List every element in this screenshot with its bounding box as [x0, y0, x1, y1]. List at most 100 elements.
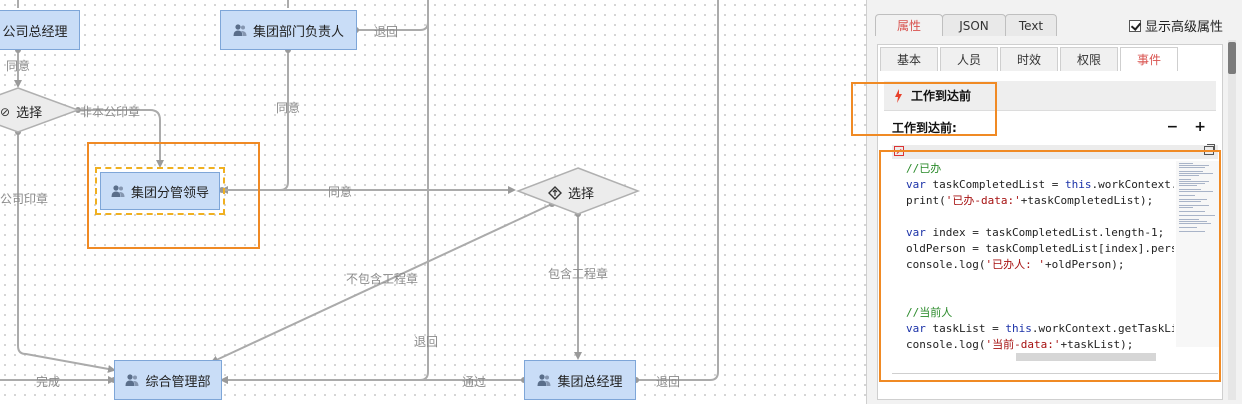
code-token: +taskList);	[1060, 338, 1134, 351]
sub-tabs: 基本 人员 时效 权限 事件	[878, 47, 1180, 71]
diamond-choice-left[interactable]: ⊘ 选择	[0, 104, 43, 122]
show-advanced-toggle[interactable]: 显示高级属性	[1129, 16, 1223, 35]
minimap-line	[1179, 231, 1205, 232]
subtab-personnel[interactable]: 人员	[940, 47, 998, 71]
code-token: '已办-data:'	[945, 194, 1021, 207]
code-line[interactable]: var taskList = this.workContext.getTaskL…	[906, 321, 1174, 337]
edge-label-return-right: 退回	[656, 375, 681, 389]
code-line[interactable]: oldPerson = taskCompletedList[index].per…	[906, 241, 1174, 257]
show-advanced-checkbox[interactable]	[1129, 19, 1141, 32]
user-group-icon	[125, 374, 139, 386]
branch-icon: ⊘	[0, 104, 11, 119]
flow-canvas[interactable]: 公司总经理 集团部门负责人 集团分管领导 综合管理部 集团总经理 ⊘ 选择 选择…	[0, 0, 866, 404]
code-token: var	[906, 178, 926, 191]
tab-json[interactable]: JSON	[942, 14, 1006, 36]
editor-minimap[interactable]	[1176, 161, 1220, 347]
code-token: //已办	[906, 162, 942, 175]
edge-label-complete: 完成	[36, 375, 61, 389]
code-line[interactable]: var index = taskCompletedList.length-1;	[906, 225, 1174, 241]
code-line[interactable]: var taskCompletedList = this.workContext…	[906, 177, 1174, 193]
code-token: '已办人: '	[985, 258, 1045, 271]
minimap-line	[1179, 189, 1201, 190]
user-group-icon	[233, 24, 247, 36]
node-label: 集团总经理	[557, 374, 623, 390]
code-token: +oldPerson);	[1044, 258, 1125, 271]
event-header-label: 工作到达前	[911, 89, 972, 103]
node-group-dept-head[interactable]: 集团部门负责人	[220, 10, 357, 50]
edge-label-return-mid: 退回	[414, 335, 439, 349]
remove-event-button[interactable]: −	[1166, 119, 1179, 135]
subtab-basic[interactable]: 基本	[880, 47, 938, 71]
minimap-line	[1179, 165, 1209, 166]
minimap-line	[1179, 163, 1193, 164]
highlight-selected-node	[87, 142, 260, 249]
lightning-icon	[895, 88, 902, 103]
code-token: var	[906, 226, 926, 239]
node-general-mgmt[interactable]: 综合管理部	[114, 360, 222, 400]
code-token: console.log(	[906, 258, 986, 271]
tab-text[interactable]: Text	[1005, 14, 1057, 36]
subtab-permission[interactable]: 权限	[1060, 47, 1118, 71]
code-token: .workContext.getTaskCompletedList();	[1091, 178, 1174, 191]
subtab-timing[interactable]: 时效	[1000, 47, 1058, 71]
minimap-line	[1179, 175, 1199, 176]
editor-bottom-border	[892, 373, 1218, 374]
choice-left-shape	[0, 87, 81, 133]
properties-subpanel: 基本 人员 时效 权限 事件 工作到达前 工作到达前: − + //已办 var …	[877, 44, 1223, 400]
add-event-button[interactable]: +	[1194, 119, 1206, 135]
code-token: console.log(	[906, 338, 986, 351]
choice-right-shape	[515, 167, 641, 215]
top-tabs: 属性 JSON Text	[875, 14, 1057, 36]
minimap-line	[1179, 173, 1213, 174]
edge-label-agree-mid: 同意	[276, 101, 301, 115]
minimap-line	[1179, 219, 1199, 220]
code-line[interactable]: //已办	[906, 161, 1174, 177]
editor-horizontal-scrollbar[interactable]	[1016, 353, 1156, 361]
node-selection-dashed	[95, 167, 225, 215]
node-company-gm[interactable]: 公司总经理	[0, 10, 80, 50]
scrollbar-thumb[interactable]	[1228, 42, 1236, 74]
code-token: taskList =	[925, 322, 1006, 335]
minimap-line	[1179, 181, 1209, 182]
code-token: print(	[906, 194, 946, 207]
minimap-line	[1179, 227, 1197, 228]
node-group-leader[interactable]: 集团分管领导	[100, 172, 220, 210]
minimap-line	[1179, 207, 1193, 208]
panel-vertical-scrollbar[interactable]	[1228, 40, 1236, 400]
event-header[interactable]: 工作到达前	[884, 81, 1216, 111]
subtab-events[interactable]: 事件	[1120, 47, 1178, 71]
node-label: 公司总经理	[2, 24, 68, 40]
edge-label-company-seal: 公司印章	[0, 192, 49, 206]
code-line[interactable]: //当前人	[906, 305, 1174, 321]
node-group-gm[interactable]: 集团总经理	[524, 360, 636, 400]
code-token: '当前-data:'	[985, 338, 1061, 351]
minimap-line	[1179, 195, 1195, 196]
code-token: oldPerson = taskCompletedList[index].per…	[906, 242, 1174, 255]
diamond-choice-right[interactable]: 选择	[548, 183, 594, 202]
code-token: this	[1005, 322, 1032, 335]
edge-label-return-top: 退回	[374, 25, 399, 39]
minimap-line	[1179, 171, 1203, 172]
edge-label-agree-horizontal: 同意	[328, 185, 353, 199]
edge-label-exclude-project-seal: 不包含工程章	[346, 272, 419, 286]
code-token: //当前人	[906, 306, 953, 319]
flow-edges	[0, 0, 719, 384]
event-row: 工作到达前: − +	[884, 113, 1216, 141]
minimap-line	[1179, 215, 1215, 216]
code-token: var	[906, 322, 926, 335]
code-token: taskCompletedList =	[925, 178, 1065, 191]
code-line[interactable]: console.log('已办人: '+oldPerson);	[906, 257, 1174, 273]
highlight-script-editor	[879, 150, 1221, 382]
minimap-line	[1179, 201, 1201, 202]
property-panel: 属性 JSON Text 显示高级属性 基本 人员 时效 权限 事件 工作到达前…	[851, 0, 1242, 404]
branch-icon	[548, 185, 562, 200]
edge-label-pass: 通过	[462, 375, 487, 389]
tab-properties[interactable]: 属性	[875, 14, 943, 36]
code-line[interactable]: console.log('当前-data:'+taskList);	[906, 337, 1174, 353]
code-line[interactable]: print('已办-data:'+taskCompletedList);	[906, 193, 1174, 209]
user-group-icon	[537, 374, 551, 386]
minimap-line	[1179, 191, 1213, 192]
event-row-label: 工作到达前:	[892, 120, 957, 135]
